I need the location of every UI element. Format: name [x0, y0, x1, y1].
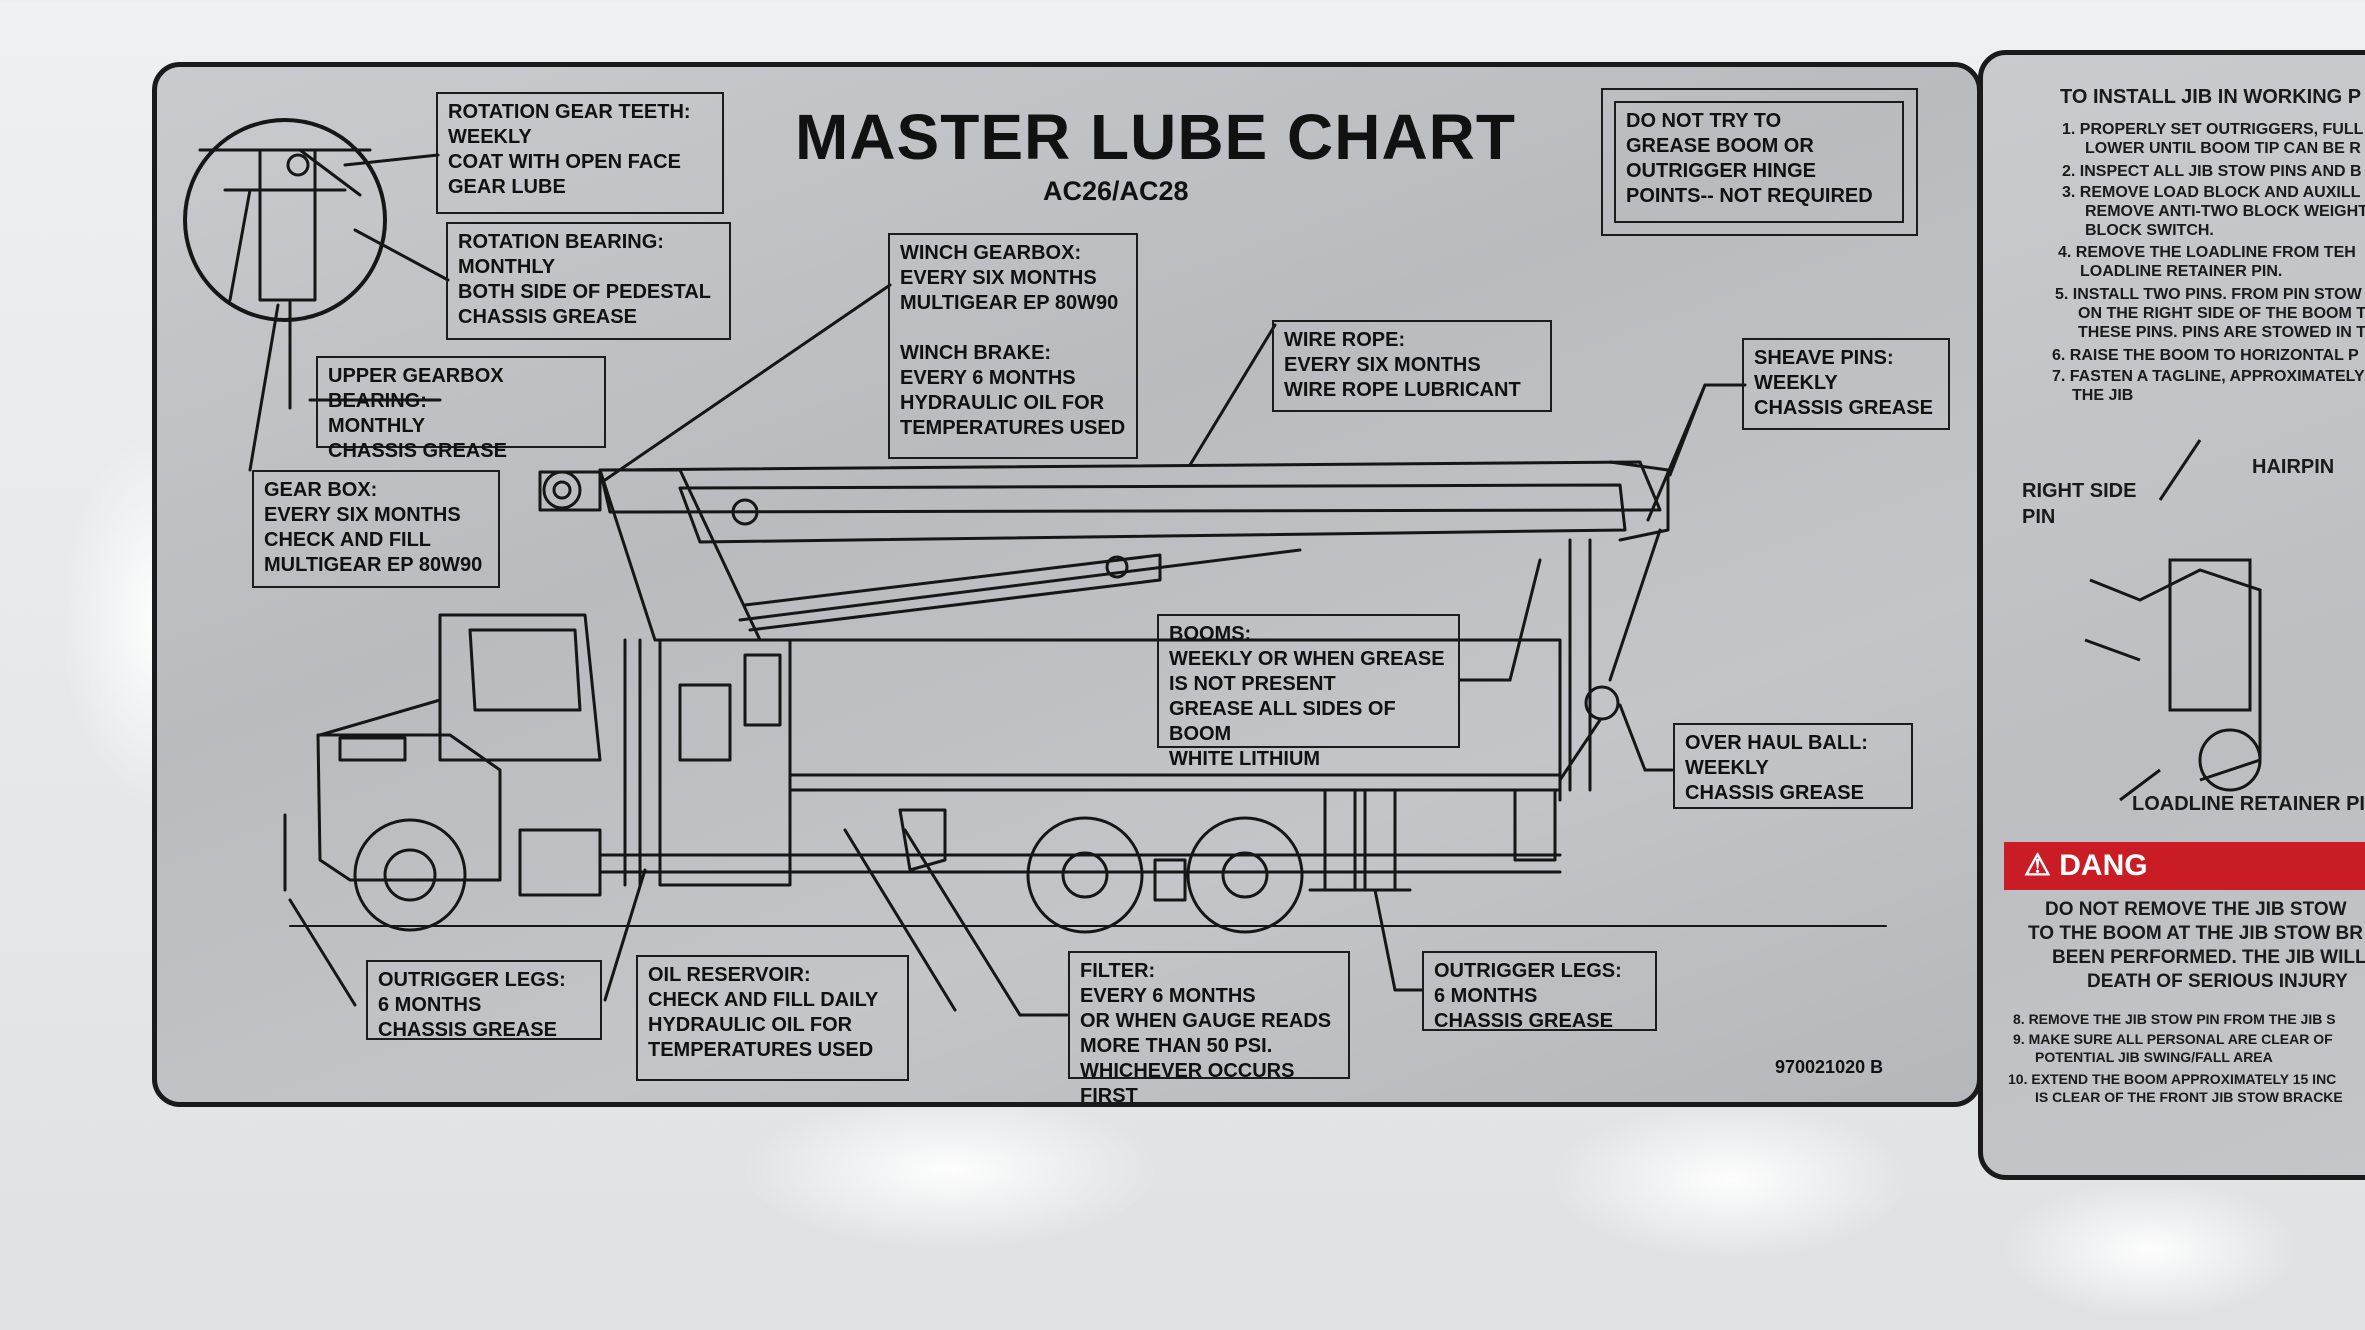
crane-pedestal [598, 468, 762, 642]
jib-step: REMOVE ANTI-TWO BLOCK WEIGHT [2085, 203, 2365, 220]
danger-line: DO NOT REMOVE THE JIB STOW [2045, 899, 2347, 920]
warning-outer-box [1601, 88, 1918, 236]
jib-step: 8. REMOVE THE JIB STOW PIN FROM THE JIB … [2013, 1011, 2336, 1027]
callout-booms: BOOMS: WEEKLY OR WHEN GREASE IS NOT PRES… [1157, 614, 1460, 770]
callout-gear-box: GEAR BOX: EVERY SIX MONTHS CHECK AND FIL… [252, 470, 500, 588]
jib-step: LOWER UNTIL BOOM TIP CAN BE R [2085, 140, 2361, 157]
rear-wheel [1186, 816, 1304, 934]
chart-model: AC26/AC28 [1043, 176, 1189, 206]
rear-wheel [1026, 816, 1144, 934]
jib-step: 2. INSPECT ALL JIB STOW PINS AND B [2062, 163, 2362, 180]
danger-label: DANG [2059, 849, 2148, 882]
jib-step: THE JIB [2072, 387, 2134, 404]
chart-title: MASTER LUBE CHART [795, 101, 1516, 173]
jib-step: 7. FASTEN A TAGLINE, APPROXIMATELY [2052, 368, 2365, 385]
jib-sheave [2198, 728, 2262, 792]
callout-sheave-pins: SHEAVE PINS: WEEKLY CHASSIS GREASE [1742, 338, 1950, 430]
glare [1550, 1100, 1910, 1260]
front-wheel [353, 818, 467, 932]
jib-step: POTENTIAL JIB SWING/FALL AREA [2035, 1049, 2273, 1065]
jib-step: 5. INSTALL TWO PINS. FROM PIN STOW [2055, 286, 2362, 303]
warning-note: DO NOT TRY TO GREASE BOOM OR OUTRIGGER H… [1614, 101, 1904, 223]
overhaul-ball [1584, 685, 1620, 721]
jib-step: 4. REMOVE THE LOADLINE FROM TEH [2058, 244, 2356, 261]
danger-banner: ⚠ DANG [2004, 842, 2365, 890]
callout-filter: FILTER: EVERY 6 MONTHS OR WHEN GAUGE REA… [1068, 951, 1350, 1107]
callout-winch-gearbox: WINCH GEARBOX: EVERY SIX MONTHS MULTIGEA… [888, 233, 1138, 459]
jib-step: 1. PROPERLY SET OUTRIGGERS, FULL [2062, 121, 2364, 138]
warning-triangle-icon: ⚠ [2024, 849, 2051, 882]
callout-oil-reservoir: OIL RESERVOIR: CHECK AND FILL DAILY HYDR… [636, 955, 909, 1081]
callout-wire-rope: WIRE ROPE: EVERY SIX MONTHS WIRE ROPE LU… [1272, 320, 1552, 412]
jib-step: THESE PINS. PINS ARE STOWED IN T [2078, 324, 2365, 341]
glare [740, 1090, 1160, 1250]
part-number: 970021020 B [1775, 1057, 1884, 1077]
jib-step: 9. MAKE SURE ALL PERSONAL ARE CLEAR OF [2013, 1031, 2333, 1047]
jib-heading: TO INSTALL JIB IN WORKING P [2060, 86, 2362, 108]
jib-step: 3. REMOVE LOAD BLOCK AND AUXILL [2062, 184, 2361, 201]
callout-rotation-gear-teeth: ROTATION GEAR TEETH: WEEKLY COAT WITH OP… [436, 92, 724, 214]
detail-circle [183, 118, 387, 322]
jib-step: BLOCK SWITCH. [2085, 222, 2214, 239]
jib-step: 6. RAISE THE BOOM TO HORIZONTAL P [2052, 347, 2359, 364]
label-hairpin: HAIRPIN [2252, 456, 2335, 478]
jib-step: 10. EXTEND THE BOOM APPROXIMATELY 15 INC [2008, 1071, 2337, 1087]
danger-line: TO THE BOOM AT THE JIB STOW BR [2028, 923, 2363, 944]
outrigger [1323, 788, 1357, 892]
truck-cab [316, 733, 502, 882]
callout-outrigger-legs-front: OUTRIGGER LEGS: 6 MONTHS CHASSIS GREASE [366, 960, 602, 1041]
label-right-side-pin: RIGHT SIDE PIN [2022, 480, 2137, 528]
outrigger [1363, 788, 1397, 892]
glare [2000, 1180, 2300, 1320]
callout-over-haul-ball: OVER HAUL BALL: WEEKLY CHASSIS GREASE [1673, 723, 1913, 809]
callout-outrigger-legs-rear: OUTRIGGER LEGS: 6 MONTHS CHASSIS GREASE [1422, 951, 1657, 1032]
jib-step: ON THE RIGHT SIDE OF THE BOOM T [2078, 305, 2365, 322]
danger-line: DEATH OF SERIOUS INJURY [2087, 971, 2348, 992]
lube-chart-plate [152, 62, 1982, 1107]
jib-step: IS CLEAR OF THE FRONT JIB STOW BRACKE [2035, 1089, 2343, 1105]
danger-line: BEEN PERFORMED. THE JIB WILL [2052, 947, 2365, 968]
jib-step: LOADLINE RETAINER PIN. [2080, 263, 2283, 280]
label-loadline-retainer-pin: LOADLINE RETAINER PI [2132, 793, 2365, 815]
lift-cylinder [738, 548, 1302, 622]
main-boom [598, 460, 1662, 514]
callout-upper-gearbox-bearing: UPPER GEARBOX BEARING: MONTHLY CHASSIS G… [316, 356, 606, 462]
callout-rotation-bearing: ROTATION BEARING: MONTHLY BOTH SIDE OF P… [446, 222, 731, 340]
